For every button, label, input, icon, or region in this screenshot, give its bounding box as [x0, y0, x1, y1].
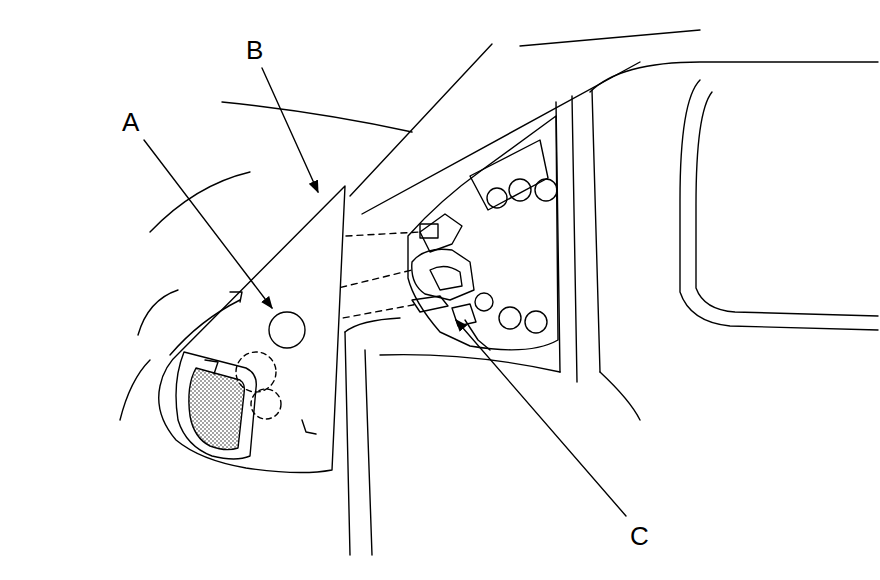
line-art	[170, 300, 240, 355]
line-art	[487, 188, 507, 208]
callout-letter: C	[628, 522, 651, 550]
line-art	[412, 249, 474, 300]
line-art	[535, 179, 557, 201]
callout-letter: B	[244, 36, 265, 64]
line-art	[420, 224, 438, 238]
line-art	[412, 296, 448, 312]
line-art	[230, 292, 242, 302]
line-art	[150, 172, 250, 232]
line-art	[345, 332, 350, 555]
line-art	[330, 270, 412, 290]
line-art	[262, 68, 318, 192]
line-art	[456, 320, 626, 516]
line-art	[120, 360, 150, 420]
line-art	[159, 186, 345, 473]
line-art	[430, 266, 462, 290]
line-art	[696, 92, 878, 316]
line-art	[525, 311, 547, 333]
line-art	[120, 30, 878, 555]
line-art	[420, 214, 462, 252]
line-art	[600, 372, 640, 420]
line-art	[680, 80, 878, 330]
line-art	[269, 312, 305, 348]
callout-letter: A	[120, 108, 141, 136]
line-art	[380, 355, 560, 372]
line-art	[470, 140, 548, 210]
line-art	[509, 179, 531, 201]
line-art	[189, 368, 245, 450]
line-art	[222, 102, 412, 132]
line-art	[138, 290, 178, 335]
line-art	[452, 304, 476, 326]
line-art	[592, 90, 600, 372]
line-art	[144, 140, 272, 308]
line-art	[350, 44, 492, 196]
line-art	[302, 420, 316, 434]
line-art	[251, 389, 281, 419]
line-art	[520, 30, 700, 46]
line-art	[590, 62, 878, 92]
line-art	[176, 352, 256, 459]
line-art	[572, 96, 577, 382]
line-art	[236, 352, 276, 392]
line-art	[499, 307, 521, 329]
line-art	[365, 350, 372, 555]
line-art	[408, 116, 558, 350]
line-art	[345, 318, 400, 332]
line-art	[346, 232, 420, 236]
line-art	[475, 293, 493, 311]
